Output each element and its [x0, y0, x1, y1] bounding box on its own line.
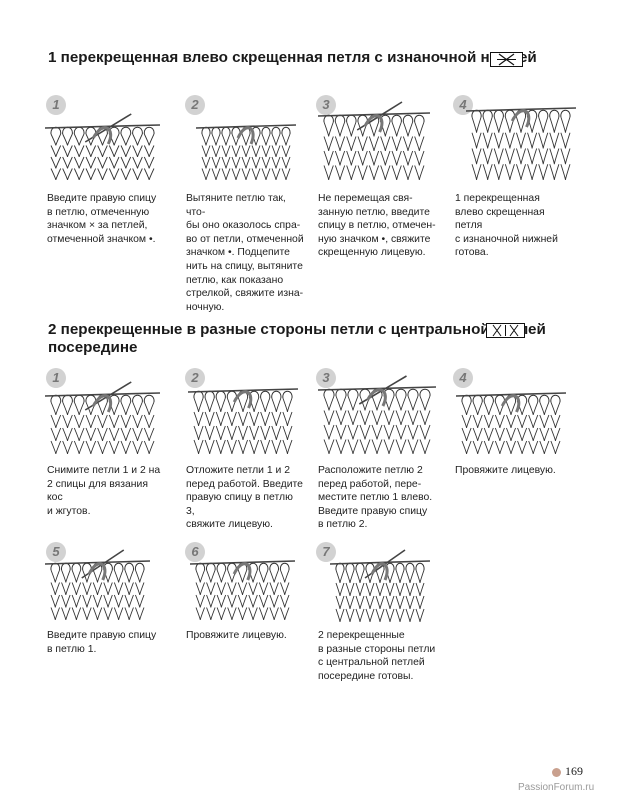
s2-step-caption: Отложите петли 1 и 2 перед работой. Введ…	[186, 465, 303, 531]
s1-step-number: 1	[46, 95, 66, 115]
s2-step-caption: Провяжите лицевую.	[186, 630, 287, 641]
s1-knitting-illustration	[465, 95, 577, 187]
section2-title: 2 перекрещенные в разные стороны петли с…	[48, 321, 546, 357]
s2-step-number: 1	[46, 368, 66, 388]
section2-title-line1: 2 перекрещенные в разные стороны петли с…	[48, 321, 546, 338]
s2-step-caption: Провяжите лицевую.	[455, 465, 556, 476]
s2-step-number: 4	[453, 368, 473, 388]
s2-step-caption: Снимите петли 1 и 2 на 2 спицы для вязан…	[47, 465, 161, 517]
s2-step-number: 5	[46, 542, 66, 562]
cross-stitch-symbol-icon	[490, 52, 523, 67]
s1-step-number: 2	[185, 95, 205, 115]
watermark: PassionForum.ru	[518, 782, 595, 793]
s2-step-number: 7	[316, 542, 336, 562]
s2-knitting-illustration	[317, 374, 437, 461]
s2-knitting-illustration	[187, 376, 299, 461]
s1-knitting-illustration	[44, 112, 161, 187]
s1-knitting-illustration	[195, 112, 297, 187]
three-stitch-cross-symbol-icon	[486, 323, 525, 338]
s1-step-number: 4	[453, 95, 473, 115]
page-dot	[552, 768, 561, 777]
s2-knitting-illustration	[44, 548, 151, 627]
s2-knitting-illustration	[455, 380, 567, 461]
s1-step-number: 3	[316, 95, 336, 115]
s2-step-number: 6	[185, 542, 205, 562]
s2-step-number: 3	[316, 368, 336, 388]
s1-step-caption: 1 перекрещенная влево скрещенная петля с…	[455, 193, 558, 259]
s2-step-caption: 2 перекрещенные в разные стороны петли с…	[318, 630, 436, 682]
s2-knitting-illustration	[189, 548, 296, 627]
s1-step-caption: Вытяните петлю так, что- бы оно оказолос…	[186, 193, 304, 313]
s1-step-caption: Не перемещая свя- занную петлю, введите …	[318, 193, 436, 259]
page-number: 169	[565, 764, 583, 778]
s2-step-caption: Расположите петлю 2 перед работой, пере-…	[318, 465, 433, 531]
s2-knitting-illustration	[329, 548, 431, 629]
s2-knitting-illustration	[44, 380, 161, 461]
s2-step-caption: Введите правую спицу в петлю 1.	[47, 630, 157, 655]
section2-title-line2: посередине	[48, 339, 138, 356]
section1-title: 1 перекрещенная влево скрещенная петля с…	[48, 49, 537, 66]
s1-knitting-illustration	[317, 100, 431, 187]
s2-step-number: 2	[185, 368, 205, 388]
s1-step-caption: Введите правую спицу в петлю, отмеченную…	[47, 193, 157, 245]
